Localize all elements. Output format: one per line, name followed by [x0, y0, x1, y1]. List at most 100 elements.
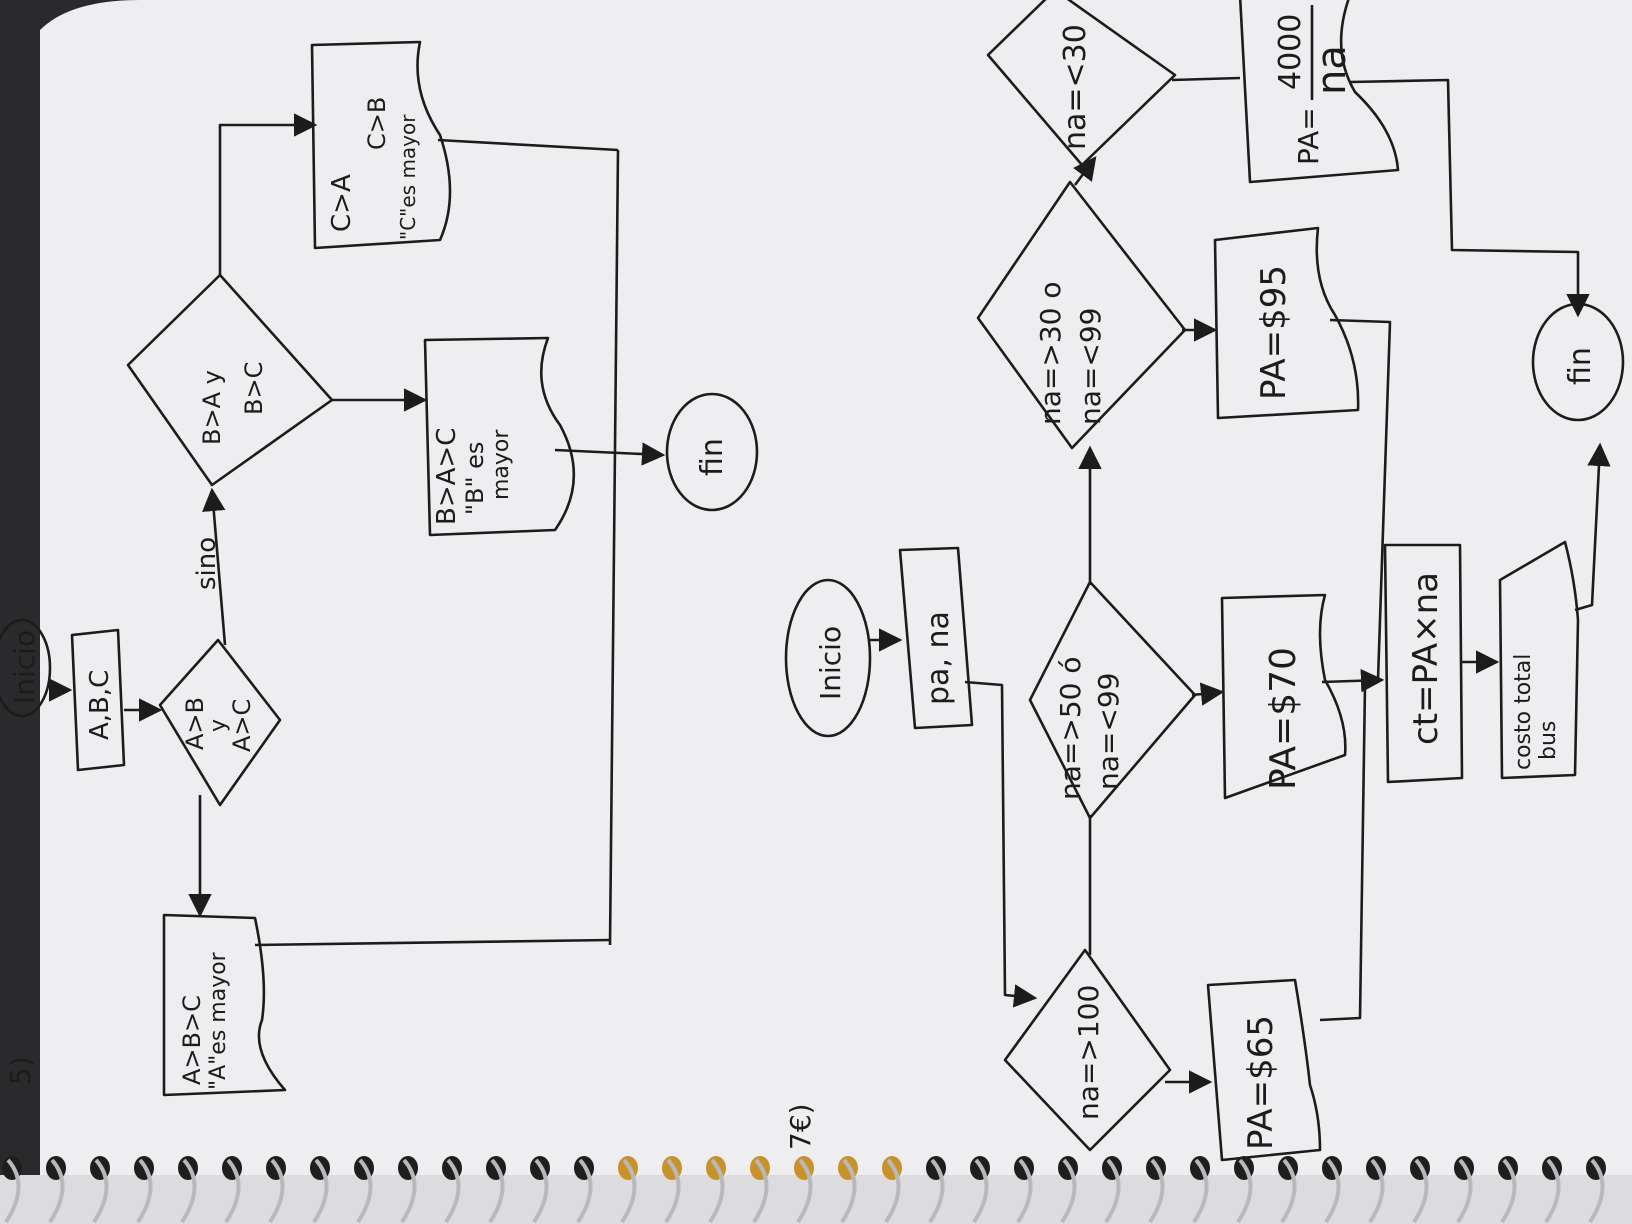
d2-output-1: [1206, 978, 1322, 1162]
d2-decision-1: [1003, 948, 1172, 1152]
paper-sheet: [40, 0, 1632, 1175]
d2-decision-2-line1: na=>50 ó: [1054, 657, 1087, 801]
d2-output-2-label: PA=$70: [1263, 647, 1304, 790]
spiral-ring: [708, 1158, 725, 1224]
spiral-ring: [532, 1158, 549, 1224]
flowchart-5: Inicio A,B,C A>B y A>C A>B>C "A"es mayor…: [0, 40, 759, 1097]
spiral-ring: [1588, 1158, 1605, 1224]
spiral-ring: [1456, 1158, 1473, 1224]
d1-decision-1-line3: A>C: [228, 699, 256, 752]
d1-arrow-d2-outC: [218, 113, 318, 275]
section-5-label: 5): [4, 1056, 37, 1085]
d2-arrow-d3-d4: [1073, 156, 1097, 186]
d2-output-4-prefix: PA=: [1292, 107, 1325, 165]
d2-start-label: Inicio: [814, 626, 847, 700]
d2-arrow-out4-fin: [1349, 78, 1590, 318]
spiral-ring: [1500, 1158, 1517, 1224]
spiral-ring: [1060, 1158, 1077, 1224]
d1-start-label: Inicio: [8, 630, 41, 704]
spiral-ring: [972, 1158, 989, 1224]
spiral-ring: [180, 1158, 197, 1224]
d1-decision-2-line2: B>C: [240, 362, 268, 415]
spiral-ring: [1280, 1158, 1297, 1224]
d2-output-3: [1213, 226, 1360, 420]
d2-connector-input-d1: [964, 680, 1038, 1008]
d1-decision-1: [158, 638, 282, 807]
d2-start-node: [784, 578, 872, 738]
spiral-ring: [400, 1158, 417, 1224]
d2-output-4-numerator: 4000: [1273, 14, 1308, 90]
d2-input-node: [898, 546, 974, 730]
d1-output-c: [310, 40, 452, 250]
spiral-ring: [1192, 1158, 1209, 1224]
spiral-ring: [620, 1158, 637, 1224]
d1-connector-outC-bus: [437, 138, 619, 152]
d2-arrow-output-fin: [1574, 442, 1611, 612]
spiral-ring: [1148, 1158, 1165, 1224]
spiral-ring: [576, 1158, 593, 1224]
d1-output-c-line1: C>A: [327, 174, 357, 232]
d2-decision-3: [976, 180, 1187, 450]
d1-arrow-d1-d2: [202, 487, 227, 646]
d1-output-a-line2: "A"es mayor: [206, 951, 231, 1090]
d2-output-4-denominator: na: [1309, 45, 1355, 95]
spiral-ring: [884, 1158, 901, 1224]
notebook-bottom-strip: [0, 1175, 1632, 1224]
d1-decision-2-line1: B>A y: [198, 370, 226, 445]
d2-output-line1: costo total: [1511, 654, 1536, 770]
d1-decision-1-line1: A>B: [181, 697, 209, 750]
d2-decision-1-label: na=>100: [1072, 985, 1105, 1120]
spiral-ring: [224, 1158, 241, 1224]
d2-connector-d4-out4: [1171, 76, 1241, 82]
d2-output-3-label: PA=$95: [1254, 265, 1294, 400]
d2-output-1-label: PA=$65: [1241, 1015, 1281, 1150]
d1-input-label: A,B,C: [85, 670, 115, 740]
d2-arrow-d2-out2: [1191, 682, 1225, 706]
d1-arrow-outB-fin: [554, 442, 666, 466]
spiral-ring: [928, 1158, 945, 1224]
d2-output-4: [1238, 0, 1400, 184]
d1-input-node: [70, 628, 126, 772]
d1-connector-bus: [608, 149, 620, 946]
d2-decision-2-line2: na=<99: [1092, 673, 1125, 790]
spiral-ring: [840, 1158, 857, 1224]
d2-arrow-bus-process: [1321, 669, 1385, 693]
d1-end-label: fin: [695, 438, 730, 476]
spiral-ring: [488, 1158, 505, 1224]
d2-end-node-2: [1531, 302, 1625, 422]
section-7-label: 7€): [784, 1103, 817, 1150]
flowchart-7: Inicio pa, na na=>100 PA=$65 na=>50 ó na…: [784, 0, 1625, 1162]
spiral-ring: [4, 1158, 21, 1224]
d1-output-a-line1: A>B>C: [178, 995, 206, 1085]
spiral-binding: [2, 1156, 1606, 1224]
d2-process-label: ct=PA×na: [1406, 572, 1446, 745]
d2-output-line2: bus: [1536, 721, 1561, 760]
spiral-ring: [1412, 1158, 1429, 1224]
spiral-ring: [664, 1158, 681, 1224]
d2-decision-4-label: na=<30: [1058, 24, 1093, 150]
d1-connector-outA-bus: [254, 938, 611, 947]
d1-output-b-line2: "B" es: [461, 442, 489, 515]
d2-connector-out3-bus: [1329, 318, 1392, 681]
d2-end-label-2: fin: [1563, 347, 1598, 385]
spiral-ring: [312, 1158, 329, 1224]
spiral-ring: [1104, 1158, 1121, 1224]
d1-output-b-line1: B>A>C: [432, 428, 462, 525]
spiral-ring: [796, 1158, 813, 1224]
d2-decision-3-line2: na=<99: [1074, 308, 1107, 425]
spiral-ring: [48, 1158, 65, 1224]
d1-else-label: sino: [192, 537, 222, 590]
spiral-ring: [1016, 1158, 1033, 1224]
d2-connector-out1-bus: [1319, 684, 1367, 1022]
spiral-ring: [268, 1158, 285, 1224]
spiral-ring: [136, 1158, 153, 1224]
d1-start-node: [0, 618, 52, 718]
d2-output-node: [1498, 540, 1580, 780]
d1-end-node: [665, 392, 759, 512]
d2-output-2: [1220, 593, 1347, 800]
spiral-ring: [1368, 1158, 1385, 1224]
d2-decision-3-line1: na=>30 o: [1034, 282, 1067, 426]
d1-output-b-line3: mayor: [489, 429, 514, 500]
